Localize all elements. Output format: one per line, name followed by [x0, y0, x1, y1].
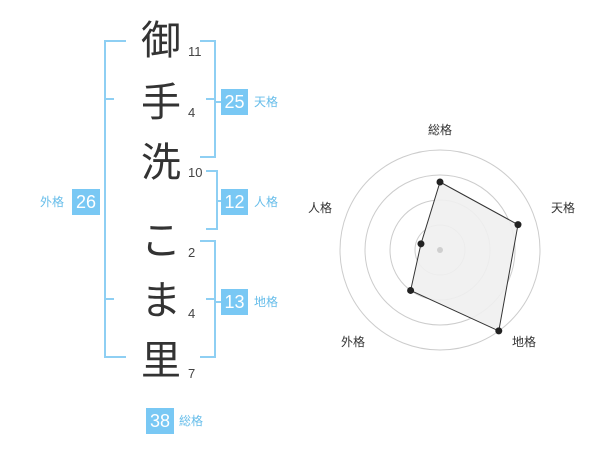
name-char-2: 手 — [141, 80, 181, 126]
gaikaku-bracket — [104, 40, 126, 358]
gaikaku-bracket-tick — [104, 98, 114, 100]
jinkaku-badge: 12 — [221, 189, 248, 215]
tenkaku-label: 天格 — [254, 95, 279, 109]
chikaku-connector — [214, 301, 222, 303]
stroke-count-2: 4 — [188, 105, 196, 120]
tenkaku-badge: 25 — [221, 89, 248, 115]
name-char-4: こ — [141, 218, 181, 264]
name-char-6: 里 — [141, 338, 181, 384]
chikaku-badge: 13 — [221, 289, 248, 315]
soukaku-badge: 38 — [146, 408, 174, 434]
stroke-count-4: 2 — [188, 245, 196, 260]
radar-ring-3 — [364, 174, 516, 326]
gaikaku-bracket-tick-2 — [104, 298, 114, 300]
gaikaku-badge: 26 — [72, 189, 100, 215]
radar-point-3 — [495, 327, 503, 335]
stroke-count-3: 10 — [188, 165, 203, 180]
stroke-count-1: 11 — [188, 44, 202, 59]
axis-label-soukaku: 総格 — [428, 122, 452, 137]
axis-label-chikaku: 地格 — [512, 334, 536, 349]
radar-points — [407, 178, 522, 335]
radar-point-4 — [407, 286, 415, 294]
radar-point-1 — [436, 178, 444, 186]
name-char-3: 洗 — [141, 140, 181, 186]
gaikaku-label: 外格 — [40, 195, 65, 209]
name-char-1: 御 — [141, 18, 181, 64]
stroke-count-6: 7 — [188, 366, 196, 381]
chikaku-bracket-tick — [206, 298, 216, 300]
radar-point-5 — [417, 240, 425, 248]
tenkaku-bracket-tick — [206, 98, 216, 100]
axis-label-jinkaku: 人格 — [308, 200, 332, 215]
radar-center — [437, 247, 443, 253]
tenkaku-connector — [214, 101, 222, 103]
stroke-count-5: 4 — [188, 306, 196, 321]
radar-point-2 — [514, 221, 522, 229]
name-char-5: ま — [141, 278, 181, 324]
radar-area — [410, 181, 519, 332]
jinkaku-connector — [216, 200, 222, 202]
radar-ring-4 — [339, 149, 541, 351]
chikaku-label: 地格 — [254, 295, 279, 309]
axis-label-gaikaku: 外格 — [341, 334, 365, 349]
axis-label-tenkaku: 天格 — [551, 200, 575, 215]
jinkaku-label: 人格 — [254, 195, 279, 209]
soukaku-label: 総格 — [179, 414, 204, 428]
